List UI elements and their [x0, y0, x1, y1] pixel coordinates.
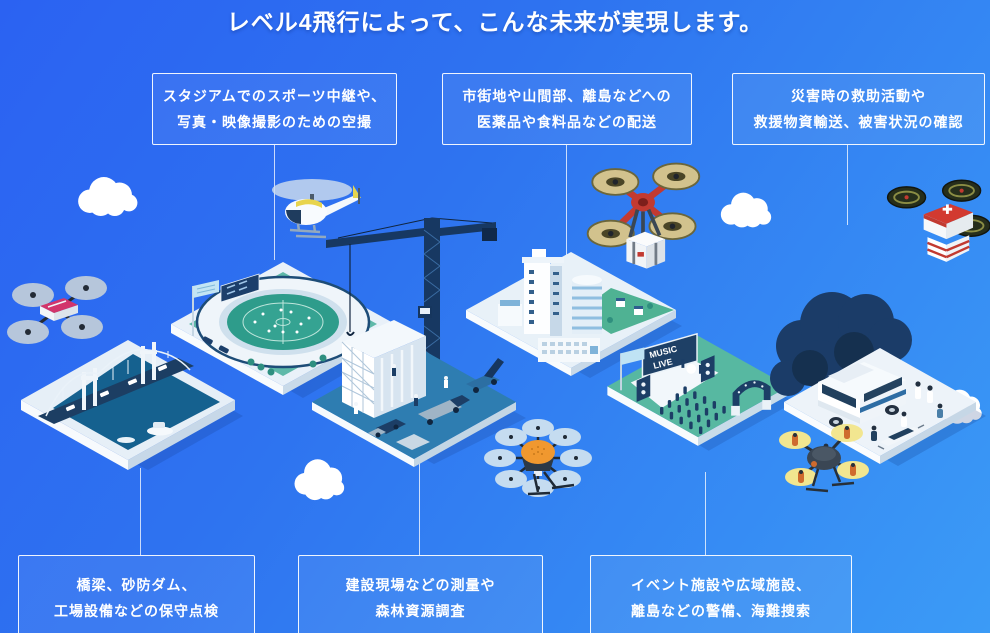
use-case-text: スタジアムでのスポーツ中継や、 — [162, 88, 387, 104]
use-case-text: 救援物資輸送、被害状況の確認 — [753, 114, 964, 130]
cloud-icon — [712, 183, 780, 235]
water — [53, 354, 220, 450]
crane-hook — [346, 331, 355, 336]
rotor-discs — [484, 419, 592, 497]
page-title: レベル4飛行によって、こんな未来が実現します。 — [226, 9, 764, 35]
crowd — [660, 386, 726, 435]
crane-cab-window — [420, 308, 430, 314]
cloud-icon — [285, 450, 353, 508]
connector-disaster — [847, 145, 848, 225]
office-tower — [522, 249, 564, 336]
workers — [354, 364, 448, 414]
dump-truck-icon — [418, 395, 470, 425]
delivery-drone-icon — [584, 158, 702, 276]
cloud-icon — [68, 170, 146, 220]
tower-crane — [326, 217, 497, 400]
stretcher — [877, 424, 925, 450]
ambulance-van — [818, 362, 906, 427]
use-case-text: 建設現場などの測量や — [345, 576, 496, 593]
skids — [289, 223, 327, 239]
flag-icon — [192, 280, 219, 336]
rotor-discs — [586, 162, 701, 248]
stage-sign-text: LIVE — [652, 356, 673, 370]
illustration-event-security: MUSIC LIVE — [601, 326, 795, 478]
first-aid-box — [923, 203, 974, 240]
use-case-box-surveying: 建設現場などの測量や 森林資源調査 — [298, 555, 543, 633]
cars-on-bridge — [65, 364, 168, 412]
illustration-construction-site — [298, 206, 530, 468]
connector-surveying — [419, 462, 420, 555]
camera — [811, 461, 817, 467]
camera — [534, 471, 542, 476]
use-case-text: 橋梁、砂防ダム、 — [76, 576, 197, 593]
use-case-text: 医薬品や食料品などの配送 — [477, 114, 657, 130]
stage: MUSIC LIVE — [630, 332, 719, 408]
connector-security — [705, 472, 706, 555]
parked-cars — [202, 336, 229, 354]
flag-icon — [620, 347, 645, 391]
low-buildings — [498, 300, 600, 362]
players — [253, 308, 311, 334]
drone-body — [40, 298, 78, 321]
illustration-disaster-rescue — [762, 276, 990, 480]
entrance-arch — [731, 380, 772, 416]
speakers — [636, 355, 715, 402]
octocopter-icon — [472, 408, 604, 516]
use-case-box-inspection: 橋梁、砂防ダム、 工場設備などの保守点検 — [18, 555, 255, 633]
connector-inspection — [140, 468, 141, 555]
excavator-icon — [466, 358, 504, 393]
supply-package — [927, 235, 970, 262]
city-platform — [466, 252, 676, 368]
landing-skid — [527, 471, 575, 496]
use-case-box-delivery: 市街地や山間部、離島などへの 医薬品や食料品などの配送 — [442, 73, 692, 145]
quadcopter-yellow-icon — [768, 414, 876, 506]
main-rotor — [272, 179, 352, 201]
rotor-discs — [779, 424, 869, 486]
connector-aerial-filming — [274, 145, 275, 260]
houses — [607, 298, 653, 323]
use-case-box-disaster-response: 災害時の救助活動や 救援物資輸送、被害状況の確認 — [732, 73, 985, 145]
boat-icon — [117, 422, 173, 443]
package — [626, 231, 666, 269]
cockpit-glass — [286, 210, 301, 224]
helicopter-icon — [266, 170, 366, 242]
round-tower — [572, 275, 602, 334]
tail-boom — [324, 194, 360, 216]
medical-drone-icon — [880, 178, 990, 266]
quadcopter-pink-icon — [0, 270, 122, 356]
landing-skid — [805, 466, 855, 493]
use-case-text: 離島などの警備、海難捜索 — [631, 602, 811, 619]
illustration-bridge-inspection — [8, 318, 243, 480]
scoreboard — [220, 273, 260, 303]
suspension-bridge — [38, 342, 194, 424]
use-case-text: 工場設備などの保守点検 — [54, 602, 219, 619]
use-case-text: 森林資源調査 — [375, 602, 466, 619]
use-case-box-security-search: イベント施設や広域施設、 離島などの警備、海難捜索 — [590, 555, 852, 633]
use-case-text: 市街地や山間部、離島などへの — [462, 88, 672, 104]
connector-delivery — [566, 145, 567, 307]
rubble — [396, 434, 430, 450]
loader-icon — [368, 419, 406, 438]
use-case-text: 災害時の救助活動や — [791, 88, 926, 104]
use-case-text: イベント施設や広域施設、 — [631, 576, 811, 593]
use-case-box-aerial-filming: スタジアムでのスポーツ中継や、 写真・映像撮影のための空撮 — [152, 73, 397, 145]
rotor-motors — [25, 285, 89, 335]
trees — [247, 354, 327, 376]
scaffold-building — [341, 320, 426, 418]
use-case-text: 写真・映像撮影のための空撮 — [177, 114, 372, 130]
drum-kit — [686, 364, 697, 374]
